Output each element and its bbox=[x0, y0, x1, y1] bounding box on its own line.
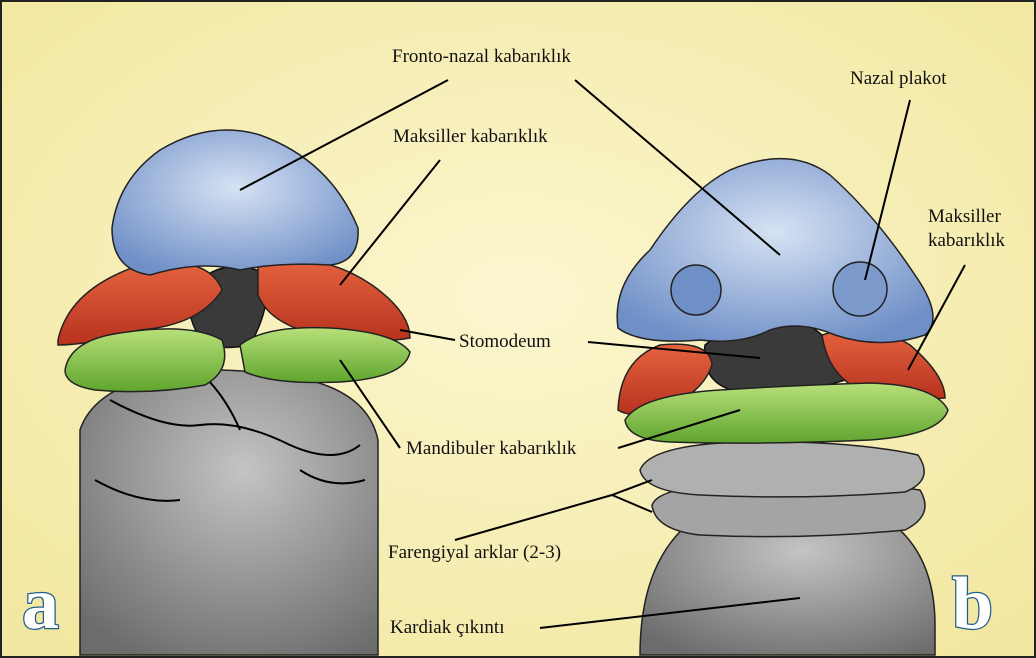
body-a bbox=[80, 370, 378, 655]
mandibular-right-a bbox=[240, 328, 410, 383]
label-maksiller-b-line1: Maksiller bbox=[928, 206, 1001, 227]
label-maksiller-a: Maksiller kabarıklık bbox=[393, 126, 548, 147]
label-maksiller-b-line2: kabarıklık bbox=[928, 230, 1006, 251]
label-kardiak: Kardiak çıkıntı bbox=[390, 617, 505, 638]
label-stomodeum: Stomodeum bbox=[459, 331, 551, 352]
label-farengiyal: Farengiyal arklar (2-3) bbox=[388, 542, 561, 563]
label-fronto-nazal: Fronto-nazal kabarıklık bbox=[392, 46, 571, 67]
label-mandibuler: Mandibuler kabarıklık bbox=[406, 438, 577, 459]
panel-letter-b: b bbox=[952, 563, 993, 645]
nasal-placode-left-b bbox=[671, 265, 721, 315]
nasal-placode-right-b bbox=[833, 262, 887, 316]
panel-letter-a: a bbox=[22, 563, 59, 645]
pharyngeal-arch-2-b bbox=[640, 442, 924, 497]
label-nazal-plakot: Nazal plakot bbox=[850, 68, 947, 89]
